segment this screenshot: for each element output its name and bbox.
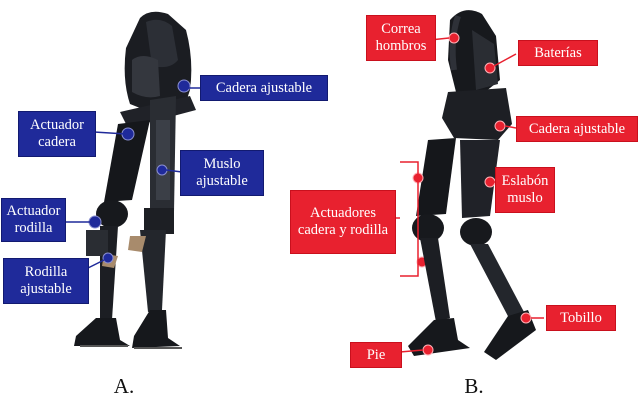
figure-a-panel: Cadera ajustable Actuador cadera Muslo a… — [0, 0, 330, 402]
label-hip-adjustable-a: Cadera ajustable — [200, 75, 328, 101]
label-ankle: Tobillo — [546, 305, 616, 331]
label-hip-knee-actuators: Actuadores cadera y rodilla — [290, 190, 396, 254]
label-hip-actuator: Actuador cadera — [18, 111, 96, 157]
label-knee-adjustable: Rodilla ajustable — [3, 258, 89, 304]
caption-a: A. — [104, 374, 144, 399]
label-shoulder-strap: Correa hombros — [366, 15, 436, 61]
label-hip-adjustable-b: Cadera ajustable — [516, 116, 638, 142]
label-foot: Pie — [350, 342, 402, 368]
label-thigh-adjustable: Muslo ajustable — [180, 150, 264, 196]
figure-b-panel: Correa hombros Baterías Cadera ajustable… — [330, 0, 639, 402]
label-batteries: Baterías — [518, 40, 598, 66]
label-thigh-link: Eslabón muslo — [495, 167, 555, 213]
label-knee-actuator: Actuador rodilla — [1, 198, 66, 242]
caption-b: B. — [454, 374, 494, 399]
